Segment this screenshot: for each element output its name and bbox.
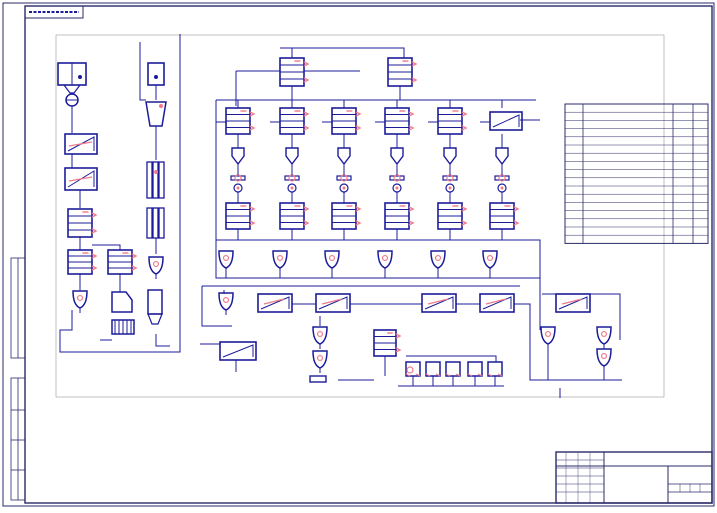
separator-1 <box>64 133 98 155</box>
upper-separator-6 <box>489 111 523 131</box>
pipe-line <box>92 244 121 250</box>
cyclone-row-lower-left <box>218 292 234 315</box>
pipe-line <box>215 122 541 330</box>
equipment-layer <box>57 34 622 398</box>
bottom-tank-4 <box>467 361 483 377</box>
sieve-bottom-mid <box>373 329 402 357</box>
rotor-core-5 <box>448 186 452 190</box>
pipe-line <box>514 303 622 381</box>
upper-sieve-3 <box>331 107 362 135</box>
lower-sieve-1 <box>225 202 256 230</box>
valve-5 <box>442 174 458 182</box>
bin-column-2 <box>147 62 165 86</box>
separator-column-2 <box>145 101 167 127</box>
upper-sieve-5 <box>437 107 468 135</box>
hopper-1 <box>231 147 245 166</box>
hopper-6 <box>495 147 509 166</box>
tank-column-2 <box>147 289 163 315</box>
pipe-line <box>406 355 497 362</box>
bottom-tank-2 <box>425 361 441 377</box>
rotor-core-2 <box>290 186 294 190</box>
lower-sieve-2 <box>279 202 310 230</box>
rotor-core-6 <box>500 186 504 190</box>
filter-sleeve <box>152 161 159 199</box>
sieve-left-2 <box>67 249 98 275</box>
drawing-frame <box>2 2 715 507</box>
bottom-tank-5 <box>487 361 503 377</box>
cyclone-mid-1 <box>312 326 328 349</box>
valve-3 <box>336 174 352 182</box>
pipe-line <box>280 47 405 58</box>
lower-sieve-4 <box>384 202 415 230</box>
top-sieve-1 <box>279 57 310 87</box>
sieve-left-1 <box>67 208 98 238</box>
filter-indicator <box>154 170 158 174</box>
filter-sleeve-lower <box>158 207 165 239</box>
code-box-top-left <box>24 5 84 19</box>
bin-sensor-2 <box>154 75 158 79</box>
separator-row-5 <box>555 293 591 313</box>
valve-2 <box>284 174 300 182</box>
valve-4 <box>389 174 405 182</box>
drawing-field <box>55 34 665 398</box>
title-block <box>555 451 713 504</box>
separator-row-4 <box>479 293 515 313</box>
hopper-2 <box>285 147 299 166</box>
pipe-line <box>139 42 146 101</box>
lower-sieve-3 <box>331 202 362 230</box>
cyclone-column-2 <box>148 256 164 279</box>
upper-sieve-2 <box>279 107 310 135</box>
valve-6 <box>494 174 510 182</box>
upper-sieve-1 <box>225 107 256 135</box>
hopper-4 <box>390 147 404 166</box>
valve-1 <box>230 174 246 182</box>
tank-outlet <box>147 313 163 325</box>
pipe-line <box>59 34 181 353</box>
pump-mid <box>309 375 327 383</box>
rotor-core-3 <box>342 186 346 190</box>
upper-sieve-4 <box>384 107 415 135</box>
lower-sieve-5 <box>437 202 468 230</box>
tank-sensor <box>406 366 414 374</box>
cyclone-right-2 <box>596 326 612 349</box>
cyclone-left <box>72 290 88 313</box>
lower-sieve-6 <box>489 202 520 230</box>
sieve-left-3 <box>107 249 138 275</box>
pipe-line <box>201 286 232 327</box>
filter-sleeve <box>158 161 165 199</box>
separator-row-3 <box>421 293 457 313</box>
hopper-3 <box>337 147 351 166</box>
bottom-tank-3 <box>445 361 461 377</box>
pipe-line <box>590 293 621 340</box>
bin-sensor <box>78 75 82 79</box>
top-sieve-2 <box>387 57 418 87</box>
filter-sleeve <box>146 161 153 199</box>
separator-bottom-left <box>219 341 257 361</box>
hopper-5 <box>443 147 457 166</box>
rotor-core-4 <box>395 186 399 190</box>
cyclone-mid-2 <box>312 350 328 373</box>
dust-filter <box>111 291 133 313</box>
separator-2 <box>64 167 98 191</box>
pipe-line <box>155 334 170 347</box>
left-margin-strips <box>10 257 26 501</box>
separator-row-2 <box>315 293 351 313</box>
separator-row-1 <box>257 293 293 313</box>
bin-outlet <box>63 84 81 94</box>
filter-sleeve-lower <box>146 207 153 239</box>
equipment-legend-table <box>564 103 709 244</box>
filter-sleeve-lower <box>152 207 159 239</box>
separator-sensor <box>159 104 163 108</box>
rotor-core-1 <box>236 186 240 190</box>
